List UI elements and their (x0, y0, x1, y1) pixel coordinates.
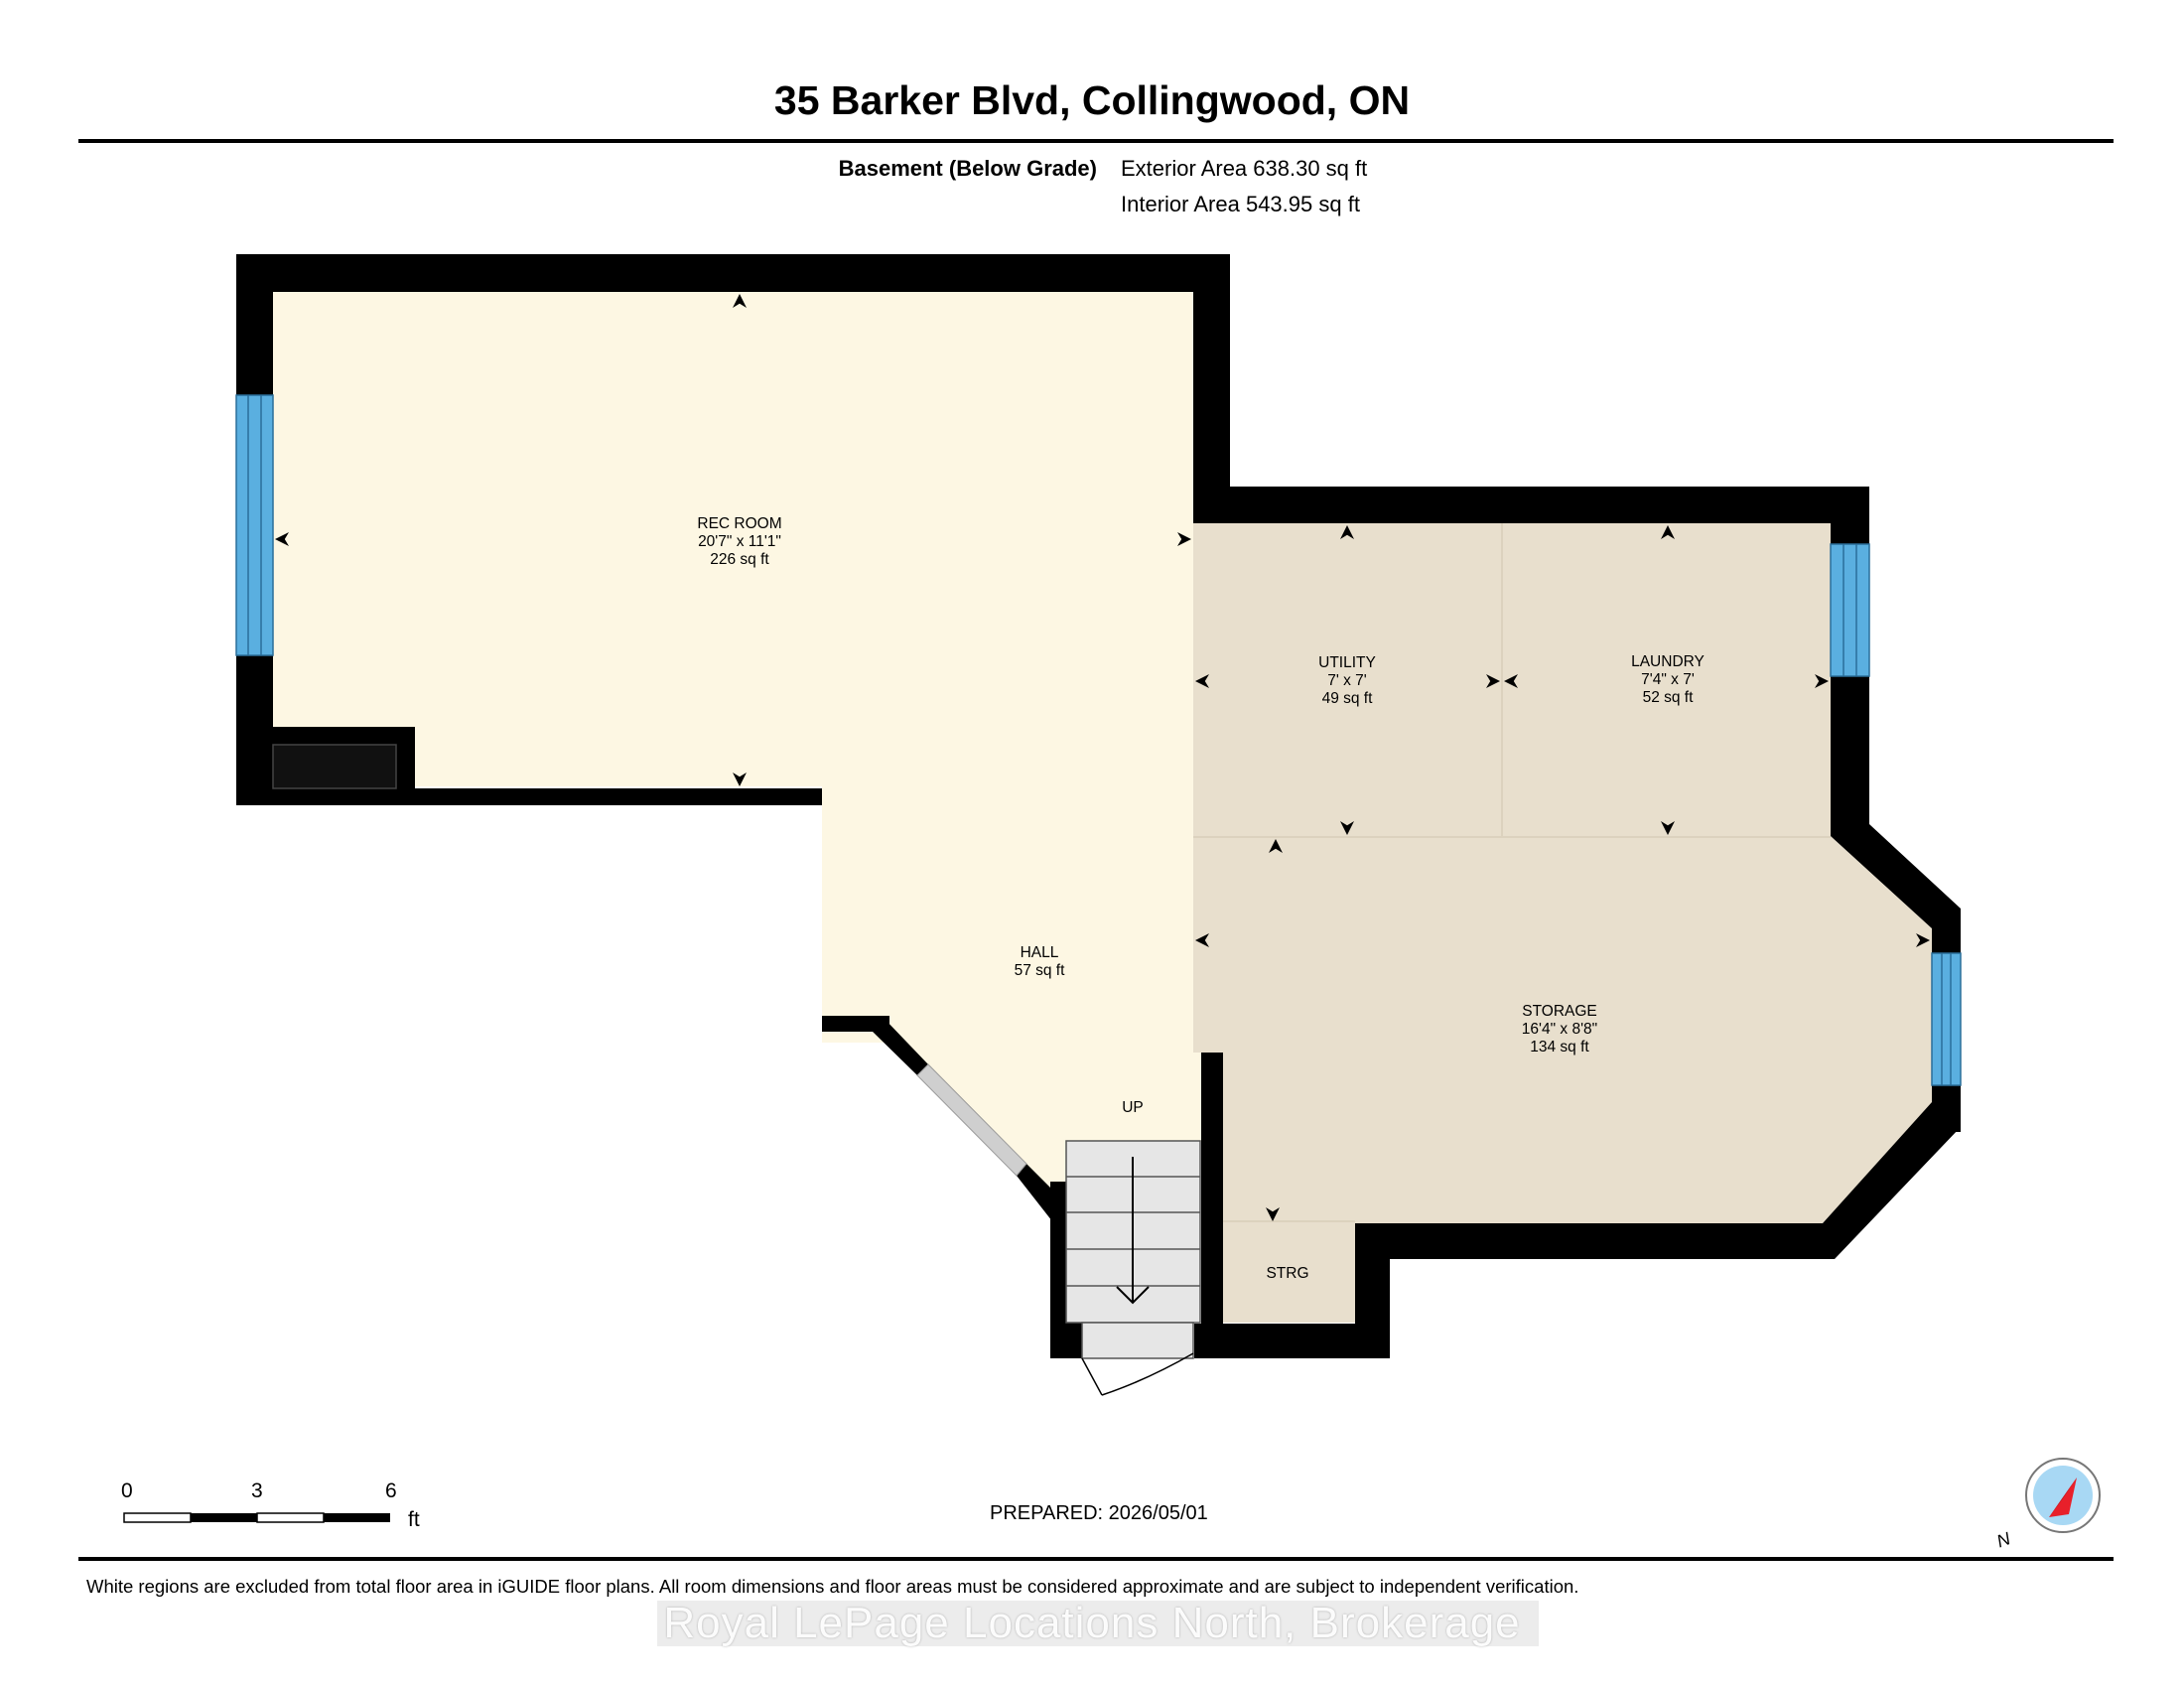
storage-name: STORAGE (1522, 1003, 1597, 1020)
rec-room-area: 226 sq ft (710, 551, 769, 568)
watermark-backdrop (657, 1601, 1539, 1646)
utility-area: 49 sq ft (1322, 690, 1374, 707)
exterior-area: Exterior Area 638.30 sq ft (1121, 156, 1368, 181)
scale-tick-6: 6 (385, 1479, 397, 1502)
scale-bar (123, 1512, 390, 1523)
laundry-name: LAUNDRY (1631, 653, 1705, 670)
diagonal-window (916, 1063, 1027, 1177)
header-rule (78, 139, 2114, 143)
floor-label: Basement (Below Grade) (838, 156, 1097, 181)
scale-unit: ft (408, 1508, 420, 1531)
laundry-area: 52 sq ft (1643, 689, 1695, 706)
stairs-label: UP (1122, 1099, 1144, 1116)
storage-dims: 16'4" x 8'8" (1522, 1021, 1597, 1038)
rec-room-dims: 20'7" x 11'1" (698, 533, 781, 550)
hall-name: HALL (1021, 944, 1059, 961)
rec-room-floor (273, 292, 1201, 1221)
windows (235, 394, 1962, 1086)
compass-north-label: N (1994, 1528, 2014, 1552)
compass-icon: N (1994, 1458, 2101, 1552)
utility-storage-floor (1193, 523, 1932, 1323)
page-title: 35 Barker Blvd, Collingwood, ON (773, 77, 1411, 123)
footer-rule (78, 1557, 2114, 1561)
stairs-direction-arrow (1116, 1157, 1150, 1305)
strg-name: STRG (1266, 1265, 1308, 1282)
rec-room-name: REC ROOM (697, 515, 781, 532)
laundry-dims: 7'4" x 7' (1641, 671, 1695, 688)
disclaimer: White regions are excluded from total fl… (86, 1576, 1579, 1597)
watermark: Royal LePage Locations North, Brokerage (663, 1599, 1521, 1647)
interior-area: Interior Area 543.95 sq ft (1121, 192, 1360, 216)
bulkhead (272, 744, 397, 789)
utility-name: UTILITY (1318, 654, 1376, 671)
storage-area: 134 sq ft (1530, 1039, 1589, 1055)
scale-tick-3: 3 (251, 1479, 263, 1502)
utility-dims: 7' x 7' (1327, 672, 1367, 689)
scale-tick-0: 0 (121, 1479, 133, 1502)
door-swing (1081, 1352, 1194, 1396)
hall-area: 57 sq ft (1015, 962, 1066, 979)
prepared-date: PREPARED: 2026/05/01 (990, 1502, 1208, 1524)
